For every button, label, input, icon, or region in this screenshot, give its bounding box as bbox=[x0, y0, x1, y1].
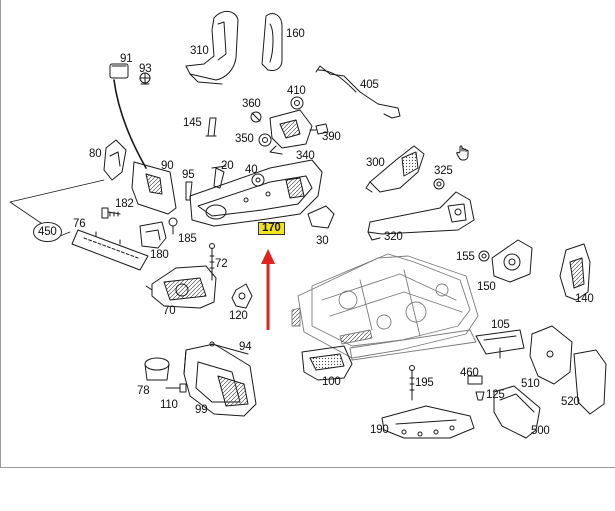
part-72-bolt bbox=[209, 243, 215, 281]
label-part-350[interactable]: 350 bbox=[235, 133, 254, 145]
part-160-cover bbox=[261, 13, 283, 71]
diagram-border-bottom bbox=[0, 467, 615, 468]
part-140-side-bracket bbox=[559, 243, 591, 301]
label-part-340[interactable]: 340 bbox=[296, 150, 315, 162]
label-part-99[interactable]: 99 bbox=[195, 404, 208, 416]
part-360-knob bbox=[250, 111, 262, 123]
part-185-bolt bbox=[168, 217, 178, 235]
label-part-150[interactable]: 150 bbox=[477, 281, 496, 293]
part-105-rail-bracket bbox=[475, 329, 525, 359]
label-part-390[interactable]: 390 bbox=[322, 131, 341, 143]
part-125-pin bbox=[475, 391, 485, 401]
part-325-washer bbox=[433, 178, 445, 190]
label-part-40[interactable]: 40 bbox=[245, 164, 258, 176]
label-part-320[interactable]: 320 bbox=[384, 231, 403, 243]
label-part-80[interactable]: 80 bbox=[89, 148, 102, 160]
part-99-motor-housing bbox=[183, 343, 257, 417]
part-120-clip bbox=[231, 283, 253, 309]
part-95-pin bbox=[185, 181, 193, 201]
label-part-90[interactable]: 90 bbox=[161, 160, 174, 172]
label-part-76[interactable]: 76 bbox=[73, 218, 86, 230]
label-part-140[interactable]: 140 bbox=[575, 293, 594, 305]
part-460-clip bbox=[467, 375, 483, 385]
label-part-182[interactable]: 182 bbox=[115, 198, 134, 210]
part-80-bracket bbox=[103, 139, 127, 181]
label-part-160[interactable]: 160 bbox=[286, 28, 305, 40]
label-part-180[interactable]: 180 bbox=[150, 249, 169, 261]
part-190-base-plate bbox=[381, 405, 475, 439]
label-part-70[interactable]: 70 bbox=[163, 305, 176, 317]
label-part-93[interactable]: 93 bbox=[139, 63, 152, 75]
part-390-screw bbox=[309, 123, 329, 135]
part-20-screw bbox=[211, 165, 227, 189]
label-part-105[interactable]: 105 bbox=[491, 319, 510, 331]
part-145-pin bbox=[205, 117, 217, 137]
label-part-120[interactable]: 120 bbox=[229, 310, 248, 322]
part-170-seat-side-frame bbox=[189, 159, 323, 227]
label-part-410[interactable]: 410 bbox=[287, 85, 306, 97]
part-410-nut bbox=[290, 96, 304, 110]
part-350-washer bbox=[258, 133, 272, 147]
part-520-cover bbox=[573, 349, 607, 415]
part-93-screw bbox=[139, 72, 151, 85]
label-part-30[interactable]: 30 bbox=[316, 235, 329, 247]
label-part-450[interactable]: 450 bbox=[33, 222, 62, 242]
label-part-100[interactable]: 100 bbox=[322, 376, 341, 388]
label-part-78[interactable]: 78 bbox=[137, 385, 150, 397]
seat-frame-assembly bbox=[291, 253, 479, 361]
label-part-145[interactable]: 145 bbox=[183, 117, 202, 129]
part-195-bolt bbox=[409, 365, 415, 401]
part-340-bracket bbox=[269, 109, 313, 155]
pointer-arrow bbox=[261, 249, 275, 330]
label-part-460[interactable]: 460 bbox=[460, 367, 479, 379]
part-91-cable-end bbox=[109, 63, 147, 169]
label-part-325[interactable]: 325 bbox=[434, 165, 453, 177]
label-part-310[interactable]: 310 bbox=[190, 45, 209, 57]
hand-pointer-icon bbox=[456, 145, 469, 161]
label-part-510[interactable]: 510 bbox=[521, 378, 540, 390]
label-part-520[interactable]: 520 bbox=[561, 396, 580, 408]
part-76-rail bbox=[71, 229, 149, 271]
label-part-94[interactable]: 94 bbox=[239, 341, 252, 353]
label-part-125[interactable]: 125 bbox=[486, 389, 505, 401]
part-150-handwheel bbox=[491, 239, 533, 283]
label-part-190[interactable]: 190 bbox=[370, 424, 389, 436]
label-part-95[interactable]: 95 bbox=[182, 169, 195, 181]
label-part-155[interactable]: 155 bbox=[456, 251, 475, 263]
label-part-500[interactable]: 500 bbox=[531, 425, 550, 437]
label-part-20[interactable]: 20 bbox=[221, 160, 234, 172]
part-30-cover bbox=[307, 205, 335, 229]
part-110-screw bbox=[165, 383, 187, 393]
part-78-sleeve bbox=[144, 357, 170, 381]
label-part-170-highlighted[interactable]: 170 bbox=[258, 222, 285, 235]
diagram-border-left bbox=[0, 0, 1, 468]
part-300-lever bbox=[365, 145, 425, 193]
part-500-lower-cover bbox=[493, 385, 541, 439]
part-320-adjust-bracket bbox=[367, 191, 475, 241]
part-180-latch bbox=[139, 221, 167, 249]
label-part-300[interactable]: 300 bbox=[366, 157, 385, 169]
part-70-gear-assembly bbox=[145, 265, 217, 309]
part-100-front-trim bbox=[301, 345, 353, 381]
part-90-side-trim bbox=[131, 161, 177, 215]
label-part-110[interactable]: 110 bbox=[160, 399, 178, 411]
label-part-405[interactable]: 405 bbox=[360, 79, 379, 91]
label-part-91[interactable]: 91 bbox=[120, 53, 133, 65]
part-182-screw bbox=[101, 207, 121, 219]
part-310-hinge-bracket bbox=[185, 11, 239, 85]
label-part-72[interactable]: 72 bbox=[215, 258, 228, 270]
part-155-washer bbox=[478, 250, 490, 262]
label-part-360[interactable]: 360 bbox=[242, 98, 261, 110]
label-part-195[interactable]: 195 bbox=[415, 377, 434, 389]
part-510-backrest-cover bbox=[529, 325, 573, 385]
label-part-185[interactable]: 185 bbox=[178, 233, 197, 245]
part-405-spring-wire bbox=[315, 65, 401, 119]
